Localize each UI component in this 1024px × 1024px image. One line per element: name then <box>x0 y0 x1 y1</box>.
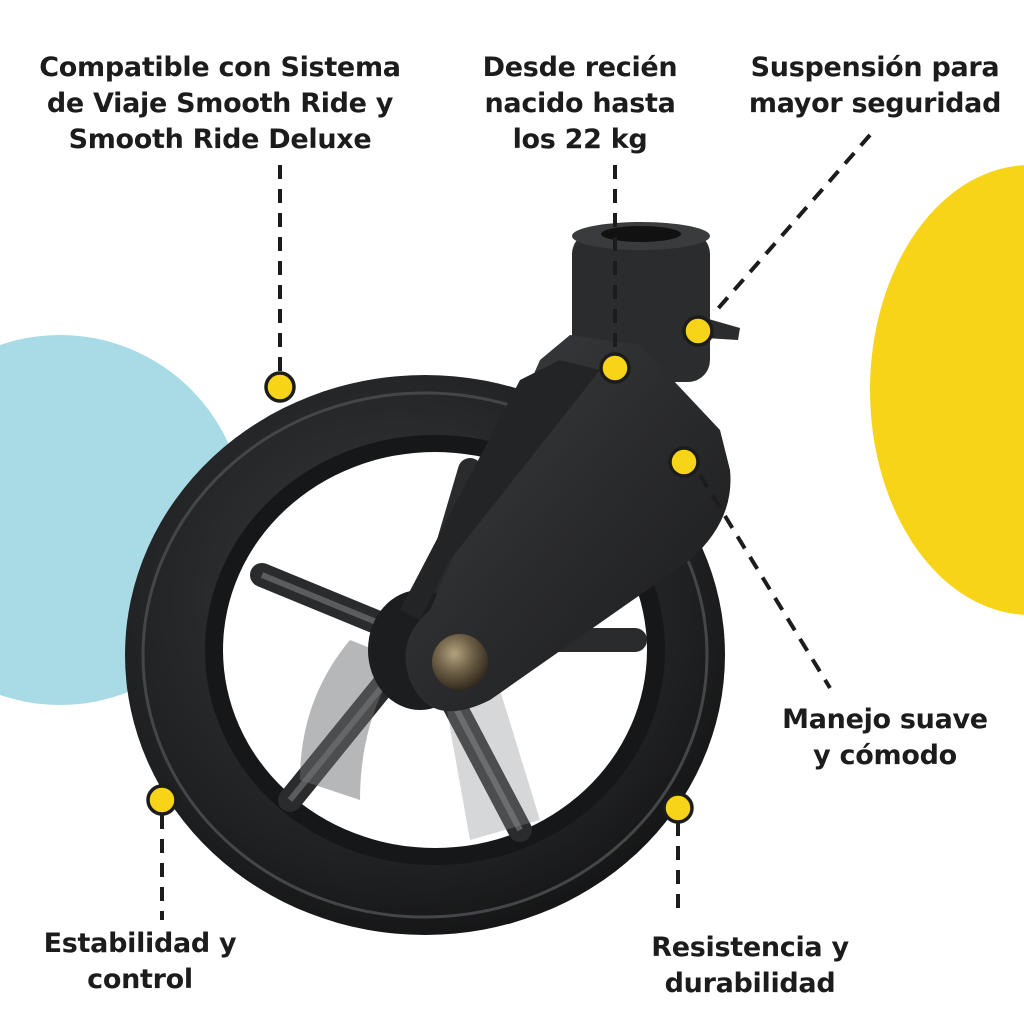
feature-line: durabilidad <box>664 968 836 999</box>
feature-line: Smooth Ride Deluxe <box>68 124 372 155</box>
callout-dot-durability <box>662 792 694 824</box>
callout-dot-handling <box>668 446 700 478</box>
feature-label-handling: Manejo suave y cómodo <box>755 702 1015 774</box>
callout-dot-stability <box>146 784 178 816</box>
feature-line: Compatible con Sistema <box>39 52 401 83</box>
feature-label-suspension: Suspensión para mayor seguridad <box>730 50 1020 122</box>
feature-line: mayor seguridad <box>748 88 1002 119</box>
yellow-decorative-circle <box>870 165 1024 615</box>
feature-line: control <box>87 964 193 995</box>
fork <box>400 222 740 712</box>
callout-dot-compatibility <box>264 371 296 403</box>
feature-line: nacido hasta <box>484 88 676 119</box>
callout-dot-suspension <box>682 315 714 347</box>
callout-dot-age-range <box>599 352 631 384</box>
feature-label-compatibility: Compatible con Sistema de Viaje Smooth R… <box>20 50 420 158</box>
feature-line: Manejo suave <box>782 704 988 735</box>
feature-line: Estabilidad y <box>43 928 237 959</box>
feature-label-age-range: Desde recién nacido hasta los 22 kg <box>470 50 690 158</box>
feature-label-stability: Estabilidad y control <box>30 926 250 998</box>
feature-line: Suspensión para <box>750 52 1000 83</box>
feature-label-durability: Resistencia y durabilidad <box>630 930 870 1002</box>
feature-line: de Viaje Smooth Ride y <box>46 88 394 119</box>
feature-line: Desde recién <box>482 52 678 83</box>
callout-dots <box>146 315 714 824</box>
feature-line: y cómodo <box>813 740 957 771</box>
feature-line: Resistencia y <box>651 932 849 963</box>
callout-lines <box>160 133 872 920</box>
feature-line: los 22 kg <box>512 124 648 155</box>
